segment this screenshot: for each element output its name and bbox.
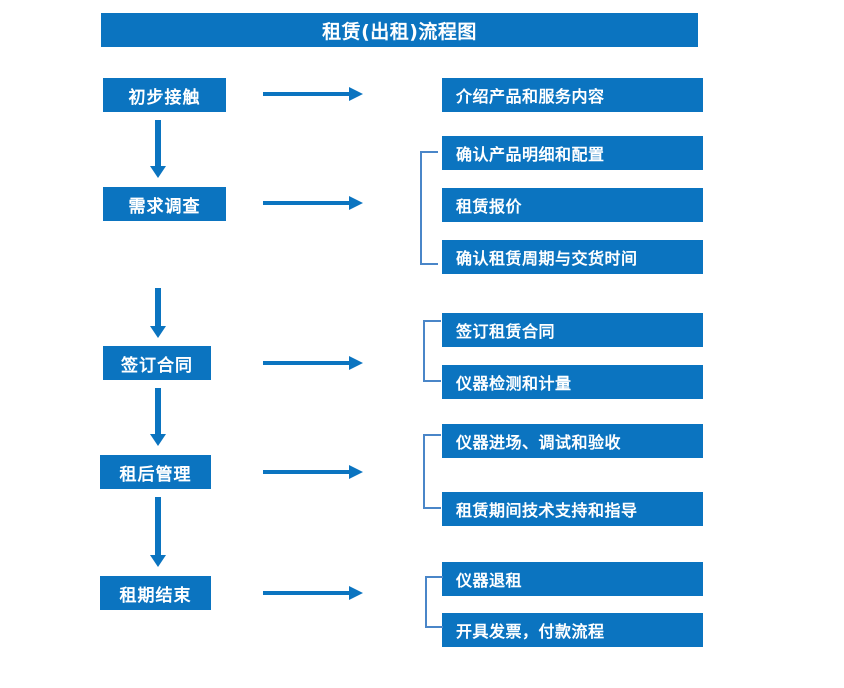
arrow-to-aftercare-icon xyxy=(263,464,363,480)
arrow-requirements-to-contract-icon xyxy=(149,288,167,342)
arrow-to-requirements-icon xyxy=(263,195,363,211)
bracket-end-group xyxy=(425,576,443,628)
detail-box-confirm-period-delivery[interactable]: 确认租赁周期与交货时间 xyxy=(442,240,703,274)
arrow-to-contract-icon xyxy=(263,355,363,371)
stage-box-contract[interactable]: 签订合同 xyxy=(103,346,211,380)
stage-box-aftercare[interactable]: 租后管理 xyxy=(100,455,211,489)
bracket-aftercare-group xyxy=(423,434,441,509)
detail-box-technical-support[interactable]: 租赁期间技术支持和指导 xyxy=(442,492,703,526)
stage-box-contact[interactable]: 初步接触 xyxy=(103,78,226,112)
detail-box-confirm-product-spec[interactable]: 确认产品明细和配置 xyxy=(442,136,703,170)
detail-box-sign-rental-contract[interactable]: 签订租赁合同 xyxy=(442,313,703,347)
detail-box-rental-quote[interactable]: 租赁报价 xyxy=(442,188,703,222)
bracket-requirements-group xyxy=(420,151,438,265)
arrow-to-intro-icon xyxy=(263,86,363,102)
arrow-aftercare-to-end-icon xyxy=(149,497,167,571)
detail-box-invoice-payment[interactable]: 开具发票，付款流程 xyxy=(442,613,703,647)
stage-box-end[interactable]: 租期结束 xyxy=(100,576,211,610)
detail-box-instrument-return[interactable]: 仪器退租 xyxy=(442,562,703,596)
arrow-to-end-icon xyxy=(263,585,363,601)
page-title: 租赁(出租)流程图 xyxy=(101,13,698,47)
detail-box-instrument-onsite-commissioning[interactable]: 仪器进场、调试和验收 xyxy=(442,424,703,458)
detail-box-instrument-inspection[interactable]: 仪器检测和计量 xyxy=(442,365,703,399)
detail-box-intro-products[interactable]: 介绍产品和服务内容 xyxy=(442,78,703,112)
arrow-contract-to-aftercare-icon xyxy=(149,388,167,450)
bracket-contract-group xyxy=(423,320,441,382)
stage-box-requirements[interactable]: 需求调查 xyxy=(103,187,226,221)
arrow-contact-to-requirements-icon xyxy=(149,120,167,182)
